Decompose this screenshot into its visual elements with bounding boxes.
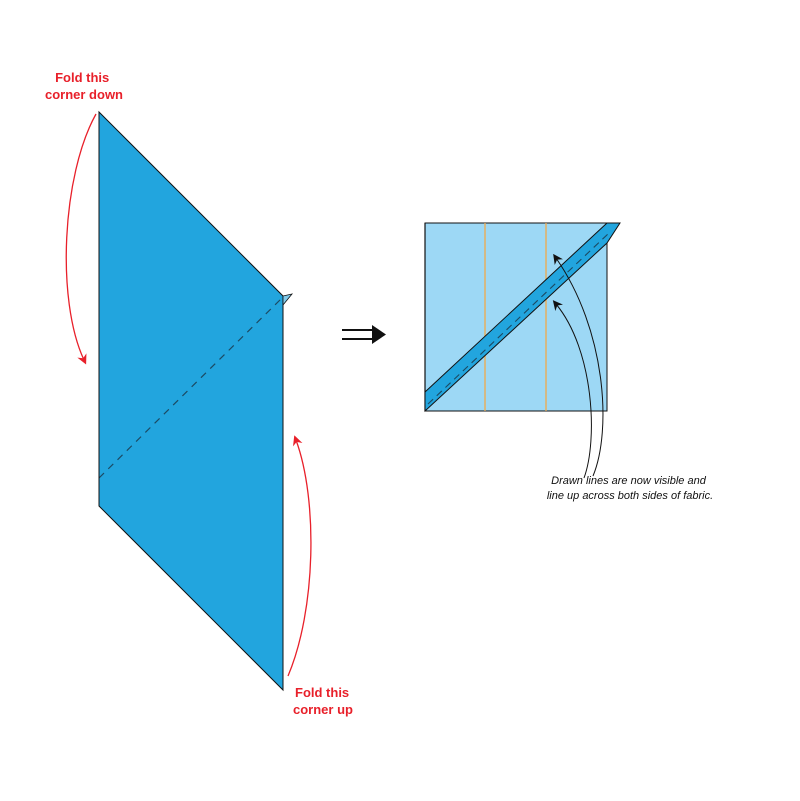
left-stitch-line xyxy=(98,296,284,479)
fold-up-label: Fold this corner up xyxy=(293,685,353,717)
fold-up-label-line2: corner up xyxy=(293,702,353,717)
diagonal-fold-band xyxy=(424,222,621,413)
left-fabric-parallelogram xyxy=(98,110,284,692)
fold-down-label: Fold this corner down xyxy=(45,70,123,102)
fold-up-arrow xyxy=(287,435,312,677)
right-stitch-line xyxy=(427,232,610,405)
left-fabric-group xyxy=(98,110,294,692)
fold-up-label-line1: Fold this xyxy=(295,685,349,700)
fold-down-label-line2: corner down xyxy=(45,87,123,102)
note-label-line2: line up across both sides of fabric. xyxy=(547,490,713,502)
fold-down-label-line1: Fold this xyxy=(55,70,109,85)
left-fabric-corner-tab xyxy=(282,293,294,307)
pointer-arrow-upper xyxy=(553,253,604,477)
fold-down-arrow xyxy=(65,113,97,365)
double-arrow-right-icon xyxy=(342,325,386,344)
pointer-arrow-lower xyxy=(552,300,592,479)
right-fabric-group xyxy=(424,222,621,413)
note-label-line1: Drawn lines are now visible and xyxy=(551,475,707,487)
note-label: Drawn lines are now visible and line up … xyxy=(547,475,713,502)
